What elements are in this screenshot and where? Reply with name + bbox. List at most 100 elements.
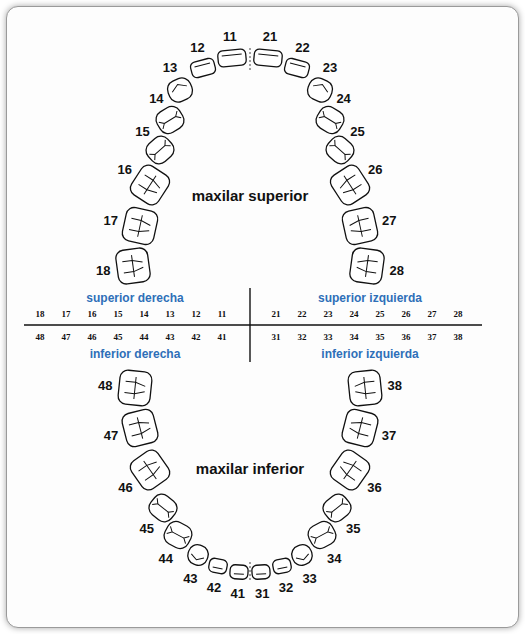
tooth-fissure	[155, 146, 165, 155]
tooth-fissure	[343, 182, 361, 195]
tooth-number: 17	[103, 212, 117, 227]
tooth-fissure	[334, 120, 342, 129]
tooth-fissure	[139, 460, 157, 474]
quadrant-number: 27	[428, 309, 437, 319]
tooth-number: 48	[98, 377, 112, 392]
tooth-outline	[305, 75, 336, 105]
tooth-fissure	[124, 390, 144, 395]
tooth-crown	[313, 103, 348, 137]
tooth-fissure	[164, 117, 175, 124]
tooth-fissure	[311, 535, 318, 544]
quadrant-number: 14	[140, 309, 149, 319]
tooth-outline	[121, 206, 160, 246]
region-label: superior izquierda	[318, 291, 422, 305]
chart-frame	[6, 6, 519, 628]
tooth-fissure	[277, 567, 287, 569]
tooth-number: 15	[135, 123, 149, 138]
tooth-outline	[230, 564, 249, 579]
tooth-number: 11	[223, 29, 237, 44]
tooth-fissure	[351, 420, 371, 428]
tooth-crown	[283, 57, 310, 78]
tooth-crown	[217, 49, 246, 68]
tooth-fissure	[326, 526, 333, 535]
tooth-outline	[289, 542, 314, 567]
tooth-crown	[347, 369, 382, 406]
tooth-fissure	[351, 226, 371, 233]
tooth-crown	[289, 542, 314, 567]
tooth-outline	[161, 518, 195, 551]
tooth-number: 33	[302, 570, 316, 585]
tooth-outline	[253, 49, 282, 68]
horizontal-divider	[24, 324, 482, 325]
tooth-number: 35	[346, 521, 360, 536]
tooth-fissure	[319, 111, 327, 120]
tooth-number: 41	[230, 585, 244, 600]
quadrant-number: 46	[88, 332, 97, 342]
tooth-crown	[120, 408, 159, 449]
tooth-fissure	[329, 140, 337, 149]
tooth-outline	[327, 447, 373, 493]
tooth-fissure	[313, 81, 330, 92]
quadrant-number: 15	[114, 309, 123, 319]
tooth-fissure	[342, 151, 350, 160]
tooth-fissure	[339, 175, 357, 188]
tooth-number: 36	[367, 480, 381, 495]
tooth-fissure	[143, 466, 161, 480]
tooth-fissure	[132, 255, 135, 277]
quadrant-number: 32	[298, 332, 307, 342]
quadrant-number: 36	[402, 332, 411, 342]
tooth-number: 38	[388, 377, 402, 392]
tooth-outline	[313, 103, 348, 137]
tooth-outline	[341, 206, 380, 246]
tooth-crown	[341, 206, 380, 246]
tooth-crown	[340, 408, 379, 449]
tooth-fissure	[158, 504, 168, 512]
tooth-outline	[327, 162, 372, 208]
quadrant-number: 13	[166, 309, 175, 319]
quadrant-number: 28	[454, 309, 463, 319]
tooth-number: 47	[104, 428, 118, 443]
region-label: superior derecha	[86, 291, 183, 305]
tooth-fissure	[125, 381, 145, 386]
tooth-fissure	[174, 111, 182, 120]
region-label: inferior izquierda	[321, 347, 418, 361]
quadrant-number: 35	[376, 332, 385, 342]
tooth-crown	[305, 518, 339, 551]
tooth-fissure	[222, 54, 242, 56]
quadrant-number: 45	[114, 332, 123, 342]
tooth-crown	[252, 564, 271, 579]
tooth-fissure	[166, 509, 174, 518]
tooth-number: 42	[207, 579, 221, 594]
quadrant-number: 47	[62, 332, 71, 342]
tooth-crown	[189, 57, 216, 78]
tooth-number: 46	[118, 480, 132, 495]
tooth-fissure	[152, 498, 160, 507]
tooth-number: 16	[118, 161, 132, 176]
tooth-outline	[117, 369, 152, 406]
tooth-fissure	[339, 466, 357, 480]
vertical-divider	[249, 288, 250, 362]
tooth-fissure	[258, 54, 278, 56]
quadrant-number: 24	[350, 309, 359, 319]
tooth-number: 24	[336, 90, 350, 105]
tooth-crown	[253, 49, 282, 68]
tooth-fissure	[139, 182, 157, 195]
tooth-number: 32	[279, 579, 293, 594]
tooth-outline	[120, 408, 159, 449]
tooth-fissure	[316, 532, 328, 538]
tooth-outline	[189, 57, 216, 78]
tooth-crown	[161, 518, 195, 551]
tooth-outline	[305, 518, 339, 551]
tooth-fissure	[129, 420, 149, 428]
tooth-outline	[127, 447, 173, 493]
tooth-number: 26	[368, 161, 382, 176]
tooth-number: 43	[183, 570, 197, 585]
tooth-number: 21	[263, 29, 277, 44]
tooth-fissure	[335, 146, 345, 155]
tooth-crown	[145, 490, 180, 525]
tooth-fissure	[131, 218, 151, 225]
quadrant-number: 41	[218, 332, 227, 342]
quadrant-number: 16	[88, 309, 97, 319]
tooth-fissure	[190, 554, 204, 562]
